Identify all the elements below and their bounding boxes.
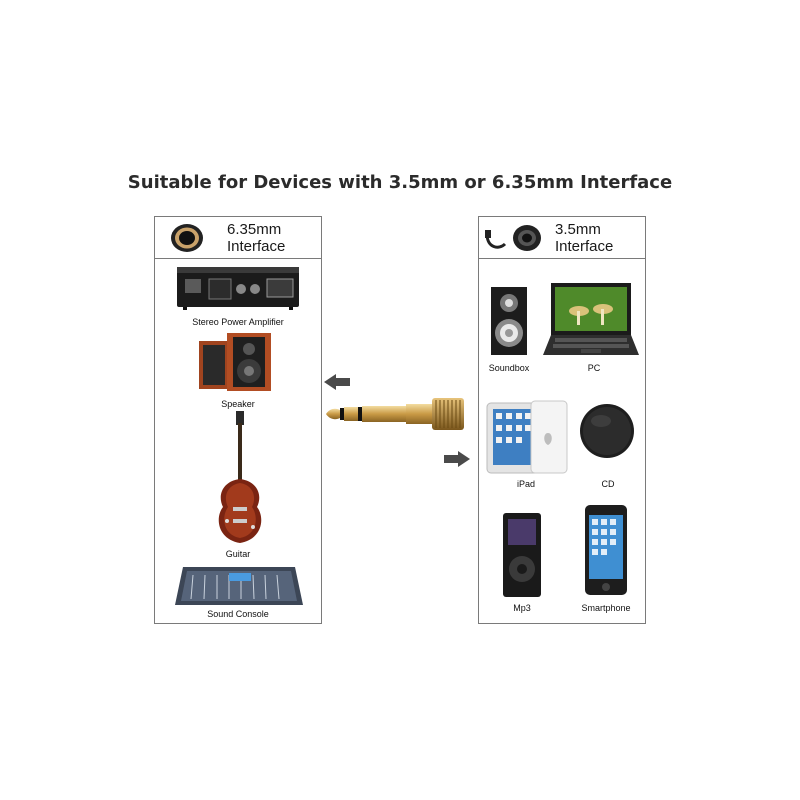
arrow-left-icon [324, 374, 350, 390]
device-label-mp3: Mp3 [513, 603, 531, 613]
right-header-line2: Interface [555, 238, 614, 255]
stereo-amplifier-image [177, 267, 299, 310]
arrow-right-icon [444, 451, 470, 467]
right-panel-35mm: 3.5mm Interface Soundbox PC [478, 216, 646, 624]
device-label-cd: CD [601, 479, 615, 489]
pc-laptop-image [543, 283, 639, 355]
device-label-soundbox: Soundbox [488, 363, 530, 373]
left-panel-635mm: 6.35mm Interface Stereo Power Amplifier … [154, 216, 322, 624]
headphone-jack-icon [485, 225, 541, 251]
right-panel-header: 3.5mm Interface [479, 217, 645, 259]
cd-player-image [580, 404, 634, 458]
right-header-text: 3.5mm Interface [555, 221, 613, 255]
ipad-image [486, 400, 568, 474]
left-header-line2: Interface [227, 238, 286, 255]
soundbox-image [491, 287, 527, 355]
left-panel-header: 6.35mm Interface [155, 217, 321, 259]
page-title: Suitable for Devices with 3.5mm or 6.35m… [127, 172, 673, 193]
mp3-player-image [503, 513, 541, 597]
device-label-guitar: Guitar [225, 549, 251, 559]
left-header-line1: 6.35mm [227, 221, 282, 238]
smartphone-image [585, 505, 627, 595]
device-label-pc: PC [587, 363, 601, 373]
device-label-sound-console: Sound Console [207, 609, 269, 619]
device-label-smartphone: Smartphone [581, 603, 631, 613]
gold-adapter-plug-image [326, 398, 464, 430]
guitar-image [218, 411, 262, 543]
left-header-text: 6.35mm Interface [227, 221, 285, 255]
speaker-image [199, 333, 271, 391]
sound-console-image [175, 567, 303, 605]
device-label-ipad: iPad [516, 479, 535, 489]
device-label-amplifier: Stereo Power Amplifier [192, 317, 284, 327]
right-header-line1: 3.5mm [555, 221, 601, 238]
jack-socket-icon [171, 224, 203, 252]
device-label-speaker: Speaker [221, 399, 255, 409]
